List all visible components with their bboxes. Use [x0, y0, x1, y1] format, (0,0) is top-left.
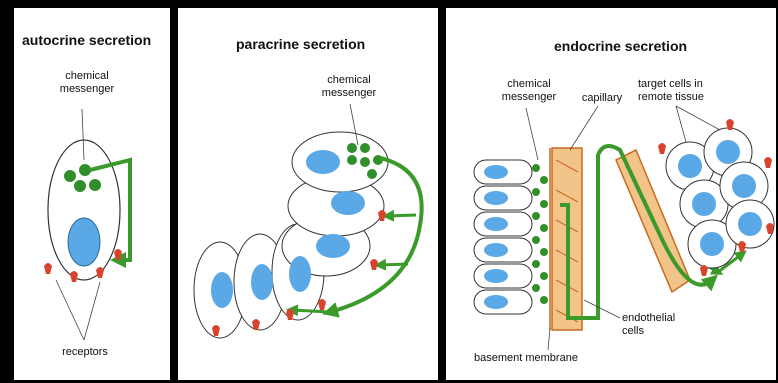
- granule: [89, 179, 101, 191]
- autocrine-nucleus: [68, 218, 100, 266]
- receptors-label: receptors: [50, 346, 120, 359]
- paracrine-messenger-label: chemical messenger: [314, 74, 384, 100]
- capillary-label: capillary: [572, 92, 632, 105]
- granule: [64, 170, 76, 182]
- label-line: chemical: [52, 70, 122, 83]
- label-line: messenger: [314, 87, 384, 100]
- endocrine-messenger-label: chemical messenger: [494, 78, 564, 104]
- autocrine-title: autocrine secretion: [22, 32, 151, 48]
- autocrine-cell: [48, 140, 120, 280]
- label-line: chemical: [314, 74, 384, 87]
- label-line: cells: [622, 325, 675, 338]
- basement-membrane-label: basement membrane: [474, 352, 578, 365]
- granule: [74, 180, 86, 192]
- paracrine-title: paracrine secretion: [236, 36, 365, 52]
- label-line: chemical: [494, 78, 564, 91]
- target-cells: [666, 128, 774, 268]
- endocrine-gland-cells: [474, 160, 532, 314]
- paracrine-cells: [194, 132, 388, 338]
- label-line: messenger: [494, 91, 564, 104]
- label-line: messenger: [52, 83, 122, 96]
- label-line: target cells in: [638, 78, 704, 91]
- endothelial-label: endothelial cells: [622, 312, 675, 338]
- label-line: remote tissue: [638, 91, 704, 104]
- label-line: endothelial: [622, 312, 675, 325]
- endocrine-granules: [532, 164, 548, 304]
- autocrine-messenger-label: chemical messenger: [52, 70, 122, 96]
- target-cells-label: target cells in remote tissue: [638, 78, 704, 104]
- granule: [79, 164, 91, 176]
- endocrine-title: endocrine secretion: [554, 38, 687, 54]
